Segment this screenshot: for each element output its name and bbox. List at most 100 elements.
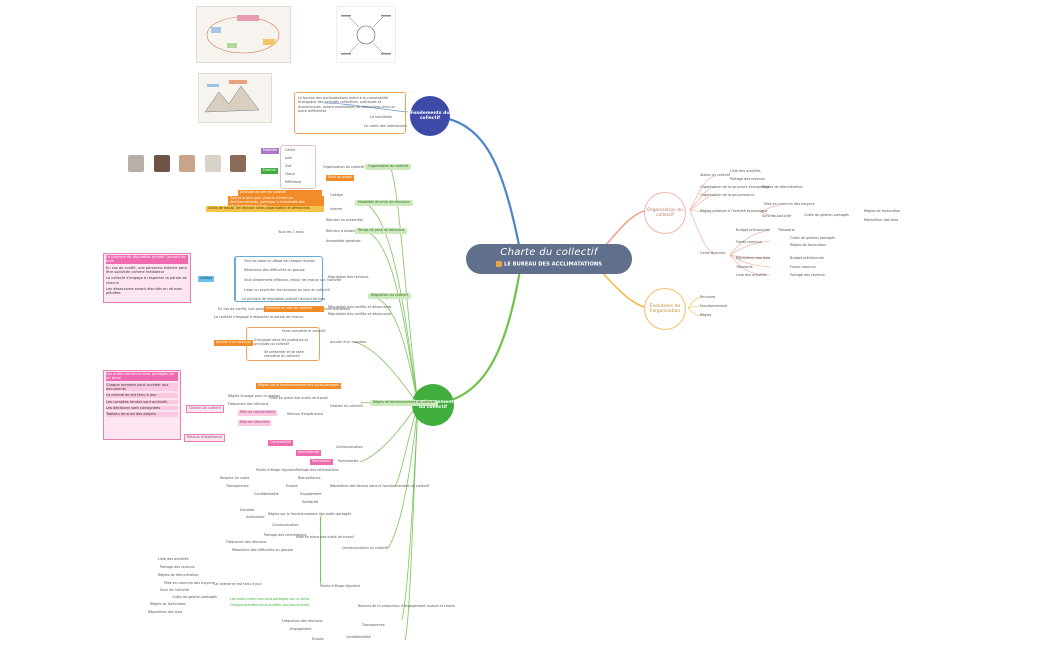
communication-item: Entraide	[240, 508, 255, 512]
gestion-note: Retours d'expérience	[184, 434, 225, 442]
evolutions-subbranches	[687, 296, 703, 317]
evolutions-item: Règles	[700, 313, 712, 317]
branch-fonctionnement-line	[431, 269, 522, 406]
gestion-box: Les outils communs sont partagés via un …	[103, 370, 181, 440]
accueil-item: Faire connaître le collectif	[282, 329, 326, 333]
fonctionnement-gestion[interactable]: Gestion du collectif	[330, 404, 363, 408]
bottom-item: Confidentialité	[346, 635, 371, 639]
gestion-item: Mise en place des outils de travail	[270, 396, 328, 400]
regulation-highlight: Décision au sein du collectif	[264, 306, 324, 312]
sketch-thumbnail-3[interactable]	[198, 73, 272, 123]
communication-item: Résolution des difficultés en groupe	[232, 548, 293, 552]
fonctionnement-modalites[interactable]: Modalités de prise de décisions	[355, 200, 413, 206]
decision-note: Décision au sein du collectif	[238, 190, 322, 196]
organisation-detail: Fonds commun	[736, 240, 762, 244]
branch-fondements-line	[427, 113, 522, 251]
node-fondements[interactable]: Fondements du collectif	[410, 96, 450, 136]
sketch-image-2	[341, 15, 391, 55]
avatar	[179, 155, 195, 172]
fonctionnement-regulation[interactable]: Régulation du collectif	[368, 293, 411, 299]
root-subtitle: LE BUREAU DES ACCLIMATATIONS	[466, 261, 632, 268]
regles-item: Bienveillance	[298, 476, 321, 480]
sketch-thumbnail-1[interactable]	[196, 6, 291, 63]
regulation-item: Régulation des tensions	[328, 275, 369, 279]
bottom-list-item: Outils de gestion partagés	[172, 595, 217, 599]
fondements-text: Le bureau des acclimatations mène à la c…	[298, 96, 396, 113]
repartition-item: Communication	[336, 445, 363, 449]
organisation-subbranches	[689, 175, 781, 276]
accueil-tag: Accueil d'un nouveau	[214, 340, 254, 346]
organisation-detail: Répartition des frais	[864, 218, 899, 222]
bottom-item: Écoute	[312, 637, 324, 641]
decision-item: Collège	[330, 193, 343, 197]
role-pill: Rôle de coordinatrice	[238, 410, 277, 416]
bottom-green-note: Les outils communs sont partagés via un …	[230, 597, 310, 601]
fonctionnement-organigramme[interactable]: Organisation du collectif	[365, 164, 412, 170]
organigramme-item: Référents	[285, 180, 302, 184]
organisation-detail: Trésorerie	[736, 265, 753, 269]
organisation-detail: Partage des revenus	[790, 273, 825, 277]
temps-item: Tous les 2 mois	[278, 230, 304, 234]
node-organisation[interactable]: Organisation du collectif	[644, 192, 686, 234]
organisation-detail: Mise en commun des moyens	[764, 202, 815, 206]
gestion-item: Fréquence des réunions	[228, 402, 269, 406]
root-node[interactable]: Charte du collectif LE BUREAU DES ACCLIM…	[466, 244, 632, 274]
gestion-line: Les comptes rendus sont archivés	[106, 399, 178, 404]
gestion-highlight: Règles sur le fonctionnement des outils …	[256, 383, 341, 389]
branch-evolutions-line	[599, 269, 649, 309]
regulation-item: Lister ou expliciter les tensions au sei…	[244, 288, 330, 292]
repartition-pill: Administratif	[296, 450, 322, 456]
accueil-item: S'engager dans les pratiques et principe…	[254, 338, 308, 347]
communication-item: Partage des informations	[264, 533, 307, 537]
bottom-item: Transparence	[362, 623, 385, 627]
conflict-line: En cas de conflit, une personne externe …	[106, 265, 187, 274]
bottom-list-item: Mise en commun des moyens	[164, 581, 215, 585]
fonctionnement-regles-tag[interactable]: Règles de fonctionnement du collectif	[370, 400, 439, 406]
communication-item: Communication	[272, 523, 299, 527]
organisation-detail: Suivi de l'activité	[762, 214, 792, 218]
fonctionnement-accueil[interactable]: Accueil d'un nouveau	[330, 340, 367, 344]
organisation-detail: Outils de gestion partagés	[804, 213, 849, 217]
regulation-item: Tout simplement réflexion, retour de cha…	[244, 278, 342, 282]
organisation-item: Cadre financier	[700, 251, 726, 255]
organisation-detail: Trésorerie	[778, 228, 795, 232]
gestion-line: Chaque membre peut accéder aux documents	[106, 382, 178, 392]
avatar	[128, 155, 144, 172]
fondements-link-1[interactable]: Le manifeste	[370, 115, 392, 119]
conflict-box: Le principe de régulation prévoit l'acco…	[103, 253, 191, 303]
organisation-detail: Budget prévisionnel	[790, 256, 824, 260]
regles-item: Engagement	[300, 492, 322, 496]
organisation-item: Statut du collectif	[700, 173, 731, 177]
temps-item: Assemblée générale	[326, 239, 361, 243]
organisation-detail: Outils de gestion partagés	[790, 236, 835, 240]
organisation-detail: Liste des activités	[730, 169, 761, 173]
avatar	[154, 155, 170, 172]
decision-item: Interne	[330, 207, 343, 211]
fonctionnement-communication[interactable]: Communication en collectif	[342, 546, 389, 550]
organisation-item: Règles relatives à l'activité économique	[700, 209, 768, 213]
bottom-green-note: Chaque membre peut accéder aux documents	[230, 603, 309, 607]
sketch-thumbnail-2[interactable]	[336, 6, 396, 63]
regulation-item: Régulation des conflits et désaccords	[328, 305, 392, 309]
organisation-detail: Budget prévisionnel	[736, 228, 770, 232]
regulation-note: Le collectif s'engage à respecter la par…	[214, 315, 304, 319]
fonctionnement-repartition[interactable]: Répartition des tâches dans le fonctionn…	[330, 484, 430, 488]
fonctionnement-temps[interactable]: Temps de prise de décisions	[355, 228, 408, 234]
fondements-link-2[interactable]: Le cadre des interactions	[364, 124, 407, 128]
organisation-detail: Partage des revenus	[730, 177, 765, 181]
communication-item: Mise en place des outils de travail	[296, 535, 354, 539]
organigramme-pill: Suivi de projet	[326, 175, 354, 181]
regulation-note: Le principe de régulation prévoit l'acco…	[242, 297, 326, 301]
regles-item: Confidentialité	[254, 492, 279, 496]
bottom-list-item: Le calendrier est tenu à jour	[214, 582, 262, 586]
regulation-frame	[234, 256, 323, 302]
decision-note: Outils de travail, de décision selon org…	[206, 206, 324, 212]
bottom-list-item: Règles de rémunération	[158, 573, 199, 577]
regles-item: Partage des informations	[296, 468, 339, 472]
organigramme-item: Claire	[285, 172, 295, 176]
root-title: Charte du collectif	[500, 247, 598, 258]
repartition-pill: Comptabilité	[268, 440, 294, 446]
organigramme-item: Organisation du collectif	[323, 165, 365, 169]
node-evolutions[interactable]: Évolutions de l'organisation	[644, 288, 686, 330]
fonctionnement-feedback[interactable]: Retours de la production d'engagement mu…	[358, 604, 455, 608]
